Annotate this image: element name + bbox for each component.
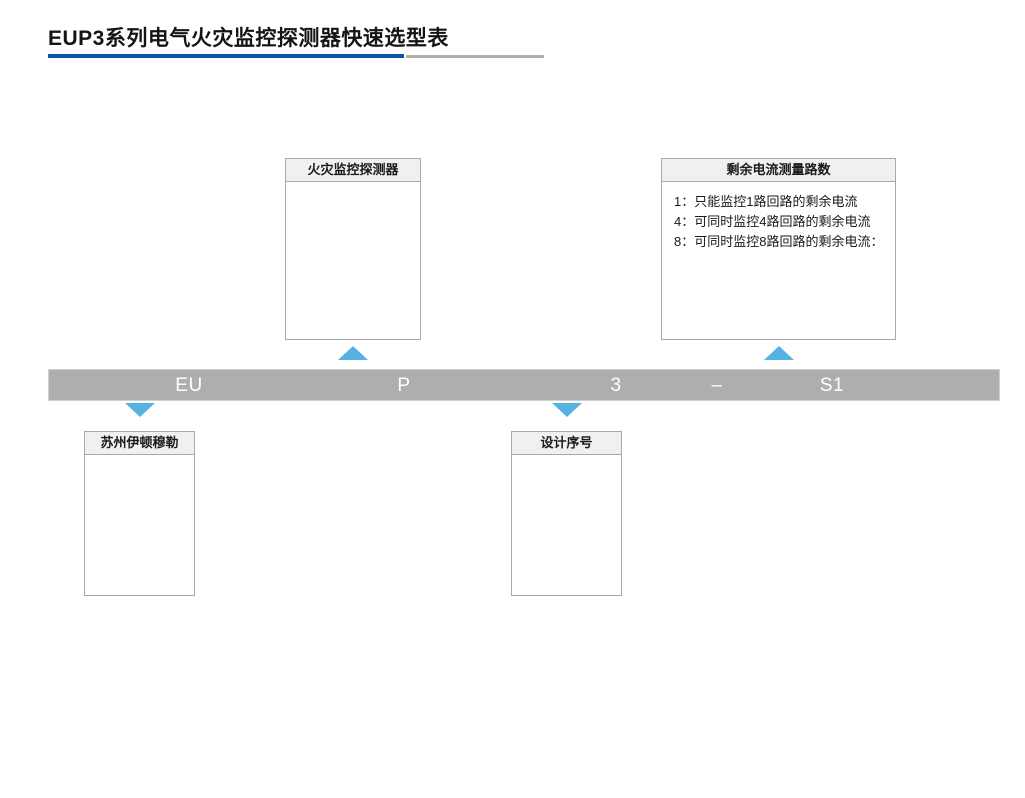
code-segment-3: 3 bbox=[610, 375, 622, 396]
pointer-down-design-serial-icon bbox=[552, 403, 582, 417]
pointer-up-residual-current-icon bbox=[764, 346, 794, 360]
code-segment-5: S1 bbox=[819, 375, 845, 396]
page-title: EUP3系列电气火灾监控探测器快速选型表 bbox=[48, 27, 449, 50]
code-segment-1: EU bbox=[175, 375, 203, 396]
callout-line: 8：可同时监控8路回路的剩余电流： bbox=[674, 234, 884, 249]
callout-header-residual-current-channels: 剩余电流测量路数 bbox=[662, 159, 895, 182]
code-segment-2: P bbox=[397, 375, 411, 396]
callout-header-fire-detector: 火灾监控探测器 bbox=[286, 159, 420, 182]
callout-fire-detector: 火灾监控探测器 bbox=[285, 158, 421, 340]
callout-line: 1：只能监控1路回路的剩余电流 bbox=[674, 194, 858, 209]
callout-body-fire-detector bbox=[286, 182, 420, 192]
callout-manufacturer: 苏州伊顿穆勒 bbox=[84, 431, 195, 596]
callout-residual-current-channels: 剩余电流测量路数 1：只能监控1路回路的剩余电流 4：可同时监控4路回路的剩余电流 8… bbox=[661, 158, 896, 340]
product-code-bar: EU P 3 – S1 bbox=[48, 369, 1000, 401]
title-underline-secondary bbox=[406, 55, 544, 58]
code-segment-4: – bbox=[711, 375, 723, 396]
callout-body-manufacturer bbox=[85, 455, 194, 465]
callout-body-design-serial bbox=[512, 455, 621, 465]
callout-design-serial: 设计序号 bbox=[511, 431, 622, 596]
callout-line: 4：可同时监控4路回路的剩余电流 bbox=[674, 214, 871, 229]
callout-header-design-serial: 设计序号 bbox=[512, 432, 621, 455]
pointer-down-manufacturer-icon bbox=[125, 403, 155, 417]
pointer-up-fire-detector-icon bbox=[338, 346, 368, 360]
callout-header-manufacturer: 苏州伊顿穆勒 bbox=[85, 432, 194, 455]
callout-body-residual-current-channels: 1：只能监控1路回路的剩余电流 4：可同时监控4路回路的剩余电流 8：可同时监控8路… bbox=[662, 182, 895, 252]
title-underline-accent bbox=[48, 54, 404, 58]
